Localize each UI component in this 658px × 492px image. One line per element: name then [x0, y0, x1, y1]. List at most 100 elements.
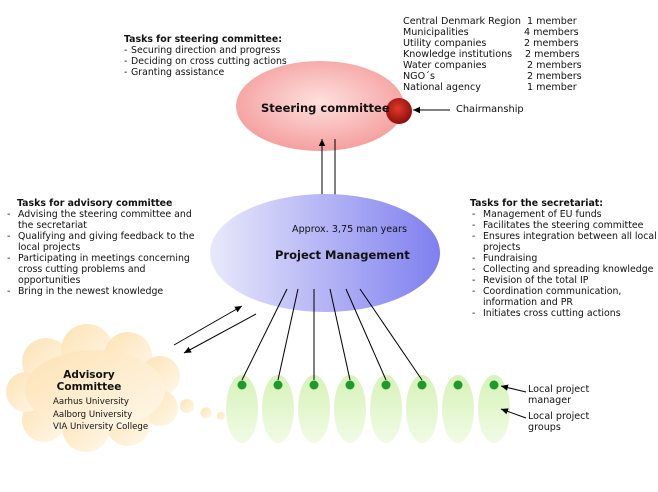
pm-to-local-project-connector [329, 288, 351, 381]
membership-row: NGO´s 2 members [403, 71, 582, 82]
local-project-groups-line: groups [528, 422, 561, 433]
local-project-manager-label: Local project manager [528, 384, 589, 406]
pm-to-advisory-arrow [183, 313, 257, 354]
membership-org: Water companies [403, 60, 487, 71]
advisory-task-item: Qualifying and giving feedback to theloc… [5, 231, 194, 253]
secretariat-task-item: Ensures integration between all localpro… [470, 231, 657, 253]
membership-row: Municipalities 4 members [403, 27, 579, 38]
local-project-manager-dot [489, 380, 499, 390]
membership-count: 4 members [524, 27, 579, 38]
local-project-manager-line: Local project [528, 384, 590, 395]
project-management-label: Project Management [275, 248, 410, 262]
secretariat-task-line: Facilitates the steering committee [483, 220, 644, 231]
secretariat-task-item: Management of EU funds [470, 209, 657, 220]
chairmanship-label: Chairmanship [456, 104, 524, 115]
local-project-group [478, 375, 510, 443]
advisory-member: Aalborg University [53, 409, 133, 420]
local-project-group [226, 375, 258, 443]
steering-tasks-title: Tasks for steering committee: [124, 34, 283, 45]
steering-task-item: Granting assistance [124, 67, 287, 78]
local-project-group [406, 375, 438, 443]
advisory-member: Aarhus University [53, 397, 129, 407]
advisory-committee-cloud [6, 324, 225, 452]
advisory-task-line: Bring in the newest knowledge [18, 286, 164, 297]
advisory-members-list: Aarhus University Aalborg University VIA… [53, 396, 148, 434]
local-project-manager-dot [237, 380, 247, 390]
secretariat-tasks-title: Tasks for the secretariat: [470, 198, 604, 209]
advisory-task-line: local projects [18, 242, 81, 253]
pm-to-local-project-connector [277, 288, 299, 381]
advisory-task-line: Qualifying and giving feedback to the [18, 231, 195, 242]
local-project-manager-dot [381, 380, 391, 390]
membership-row: Utility companies 2 members [403, 38, 579, 49]
local-project-manager-dot [417, 380, 427, 390]
secretariat-task-line: Initiates cross cutting actions [483, 308, 621, 319]
membership-org: National agency [403, 82, 481, 93]
project-management-ellipse [210, 194, 440, 312]
chairmanship-marker [386, 98, 412, 124]
secretariat-task-line: projects [483, 242, 521, 253]
membership-count: 2 members [524, 38, 579, 49]
local-project-group [442, 375, 474, 443]
advisory-task-item: Participating in meetings concerningcros… [5, 253, 194, 286]
local-project-group [370, 375, 402, 443]
membership-count: 2 members [525, 49, 580, 60]
membership-org: Central Denmark Region [403, 16, 521, 27]
secretariat-task-item: Coordination communication,information a… [470, 286, 657, 308]
local-project-manager-dot [309, 380, 319, 390]
steering-task-item: Securing direction and progress [124, 45, 287, 56]
local-groups-arrow [500, 408, 527, 419]
steering-committee-label: Steering committee [261, 101, 390, 115]
secretariat-task-line: Ensures integration between all local [483, 231, 657, 242]
man-years-label: Approx. 3,75 man years [292, 224, 407, 235]
secretariat-task-line: Collecting and spreading knowledge [483, 264, 654, 275]
secretariat-task-line: information and PR [483, 297, 573, 308]
secretariat-task-item: Revision of the total IP [470, 275, 657, 286]
local-project-group [262, 375, 294, 443]
advisory-committee-title-line: Committee [56, 381, 122, 393]
advisory-to-pm-arrow [173, 305, 243, 346]
pm-to-local-project-connector [241, 288, 288, 381]
membership-org: Municipalities [403, 27, 469, 38]
local-project-groups [226, 288, 510, 443]
membership-org: NGO´s [403, 71, 435, 82]
steering-committee-ellipse [236, 61, 404, 151]
secretariat-task-item: Fundraising [470, 253, 657, 264]
secretariat-task-item: Initiates cross cutting actions [470, 308, 657, 319]
secretariat-task-item: Facilitates the steering committee [470, 220, 657, 231]
membership-org: Utility companies [403, 38, 487, 49]
local-project-manager-dot [345, 380, 355, 390]
steering-tasks-list: Securing direction and progress Deciding… [124, 45, 287, 78]
advisory-task-line: Advising the steering committee and [18, 209, 192, 220]
advisory-committee-title-line: Advisory [63, 369, 115, 381]
membership-org: Knowledge institutions [403, 49, 513, 60]
pm-to-local-project-connector [359, 288, 423, 381]
advisory-member: VIA University College [53, 422, 149, 432]
secretariat-task-line: Management of EU funds [483, 209, 602, 220]
steering-task-item: Deciding on cross cutting actions [124, 56, 287, 67]
local-project-manager-dot [453, 380, 463, 390]
secretariat-task-line: Revision of the total IP [483, 275, 589, 286]
pm-to-local-project-connector [345, 288, 387, 381]
advisory-tasks-title: Tasks for advisory committee [17, 198, 173, 209]
local-project-group [298, 375, 330, 443]
secretariat-task-item: Collecting and spreading knowledge [470, 264, 657, 275]
membership-row: Knowledge institutions 2 members [403, 49, 580, 60]
advisory-task-item: Bring in the newest knowledge [5, 286, 194, 297]
secretariat-task-line: Fundraising [483, 253, 538, 264]
membership-count: 2 members [527, 71, 582, 82]
local-project-manager-line: manager [528, 395, 572, 406]
advisory-task-line: the secretariat [18, 220, 87, 231]
secretariat-task-line: Coordination communication, [483, 286, 622, 297]
advisory-task-line: cross cutting problems and [18, 264, 146, 275]
local-project-group [334, 375, 366, 443]
secretariat-tasks-list: Management of EU funds Facilitates the s… [470, 209, 657, 319]
